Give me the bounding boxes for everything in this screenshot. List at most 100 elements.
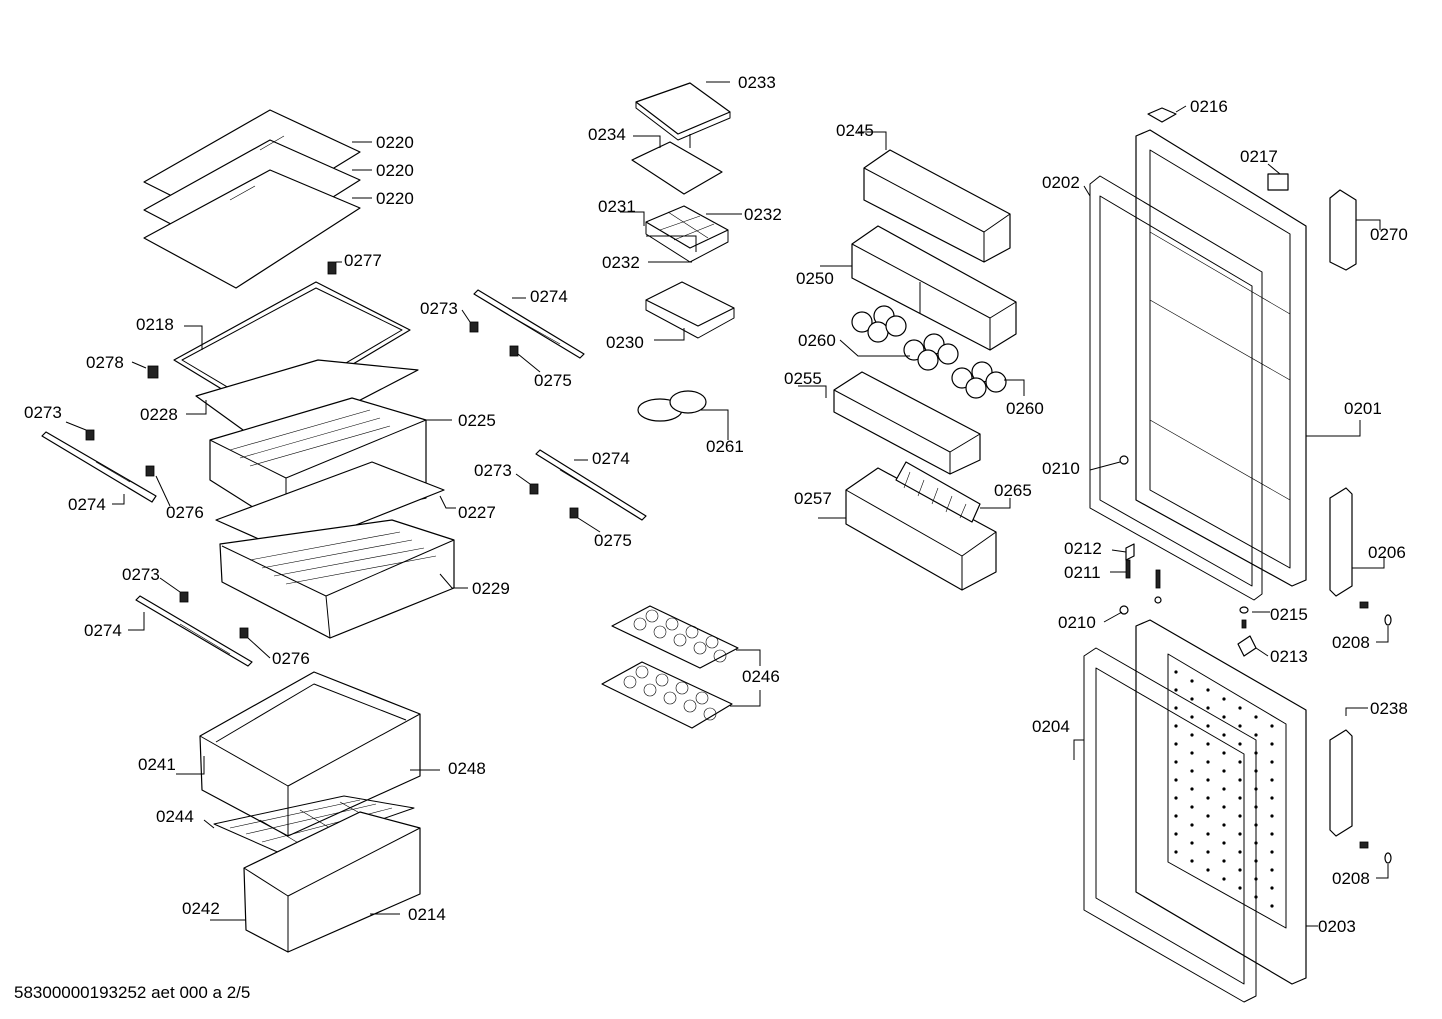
- label-0232: 0232: [602, 253, 640, 272]
- label-0278: 0278: [86, 353, 124, 372]
- label-0250: 0250: [796, 269, 834, 288]
- panel-dot: [1206, 742, 1210, 746]
- label-0265: 0265: [994, 481, 1032, 500]
- panel-dot: [1206, 832, 1210, 836]
- panel-dot: [1238, 706, 1242, 710]
- part-0210-0212-0211-hardware: [1089, 455, 1162, 623]
- label-0201: 0201: [1344, 399, 1382, 418]
- panel-dot: [1222, 787, 1226, 791]
- part-0261-egg-holder: [637, 390, 729, 440]
- panel-dot: [1238, 850, 1242, 854]
- label-0277: 0277: [344, 251, 382, 270]
- label-0228: 0228: [140, 405, 178, 424]
- part-0231-0232-egg-tray: [620, 205, 742, 263]
- part-0260-egg-cups-a: [839, 305, 959, 371]
- part-0202-door-gasket-upper: [1083, 175, 1263, 601]
- part-0230-small-tray: [645, 281, 735, 341]
- label-0218: 0218: [136, 315, 174, 334]
- label-0210: 0210: [1058, 613, 1096, 632]
- label-0214: 0214: [408, 905, 446, 924]
- panel-dot: [1254, 715, 1258, 719]
- part-0265-bottle-divider: [895, 461, 1011, 523]
- panel-dot: [1238, 742, 1242, 746]
- label-0210: 0210: [1042, 459, 1080, 478]
- panel-dot: [1270, 904, 1274, 908]
- panel-dot: [1270, 814, 1274, 818]
- part-0216-cover: [1147, 105, 1187, 123]
- label-0238: 0238: [1370, 699, 1408, 718]
- panel-dot: [1270, 850, 1274, 854]
- label-0260: 0260: [798, 331, 836, 350]
- label-0274: 0274: [84, 621, 122, 640]
- label-0202: 0202: [1042, 173, 1080, 192]
- label-0274: 0274: [592, 449, 630, 468]
- panel-dot: [1190, 751, 1194, 755]
- label-0274: 0274: [530, 287, 568, 306]
- label-0220: 0220: [376, 161, 414, 180]
- label-0220: 0220: [376, 133, 414, 152]
- label-0257: 0257: [794, 489, 832, 508]
- part-0203-freezer-door: [1135, 619, 1318, 985]
- panel-dot: [1190, 697, 1194, 701]
- label-0273: 0273: [122, 565, 160, 584]
- panel-dot: [1222, 769, 1226, 773]
- panel-dot: [1270, 796, 1274, 800]
- part-0229-drawer: [219, 519, 468, 639]
- label-0276: 0276: [272, 649, 310, 668]
- panel-dot: [1238, 886, 1242, 890]
- label-0270: 0270: [1370, 225, 1408, 244]
- part-0242-0214-freezer-drawer: [210, 811, 421, 953]
- panel-dot: [1174, 670, 1178, 674]
- label-0229: 0229: [472, 579, 510, 598]
- panel-dot: [1174, 832, 1178, 836]
- part-0234-mat: [631, 135, 723, 195]
- label-0213: 0213: [1270, 647, 1308, 666]
- label-0242: 0242: [182, 899, 220, 918]
- label-0244: 0244: [156, 807, 194, 826]
- panel-dot: [1174, 688, 1178, 692]
- panel-dot: [1190, 715, 1194, 719]
- panel-dot: [1206, 778, 1210, 782]
- label-0248: 0248: [448, 759, 486, 778]
- panel-dot: [1206, 760, 1210, 764]
- panel-dot: [1238, 778, 1242, 782]
- label-0203: 0203: [1318, 917, 1356, 936]
- part-0241-0248-freezer-basket: [176, 671, 440, 837]
- label-0275: 0275: [594, 531, 632, 550]
- panel-dot: [1222, 823, 1226, 827]
- panel-dot: [1238, 814, 1242, 818]
- panel-dot: [1254, 733, 1258, 737]
- panel-dot: [1206, 850, 1210, 854]
- label-0231: 0231: [598, 197, 636, 216]
- part-0215-0213-hinge: [1237, 606, 1270, 657]
- label-0220: 0220: [376, 189, 414, 208]
- part-0278-clip: [131, 361, 159, 379]
- label-0273: 0273: [474, 461, 512, 480]
- panel-dot: [1190, 805, 1194, 809]
- panel-dot: [1190, 679, 1194, 683]
- label-0215: 0215: [1270, 605, 1308, 624]
- label-0206: 0206: [1368, 543, 1406, 562]
- label-0227: 0227: [458, 503, 496, 522]
- label-0273: 0273: [420, 299, 458, 318]
- part-0245-door-shelf: [858, 131, 1011, 263]
- panel-dot: [1270, 868, 1274, 872]
- part-0274-right-slide-b: [515, 449, 647, 533]
- part-0270-handle-cover: [1329, 189, 1381, 271]
- label-0276: 0276: [166, 503, 204, 522]
- part-0274-right-slide-a: [461, 289, 585, 373]
- part-0204-door-gasket-lower: [1073, 647, 1257, 1003]
- panel-dot: [1174, 796, 1178, 800]
- part-0233-tray-cover: [635, 81, 731, 148]
- label-0204: 0204: [1032, 717, 1070, 736]
- label-0246: 0246: [742, 667, 780, 686]
- label-0274: 0274: [68, 495, 106, 514]
- panel-dot: [1174, 760, 1178, 764]
- panel-dot: [1206, 814, 1210, 818]
- label-0273: 0273: [24, 403, 62, 422]
- part-0238-handle: [1329, 707, 1368, 837]
- label-0261: 0261: [706, 437, 744, 456]
- panel-dot: [1238, 760, 1242, 764]
- part-0246-egg-trays: [601, 605, 761, 729]
